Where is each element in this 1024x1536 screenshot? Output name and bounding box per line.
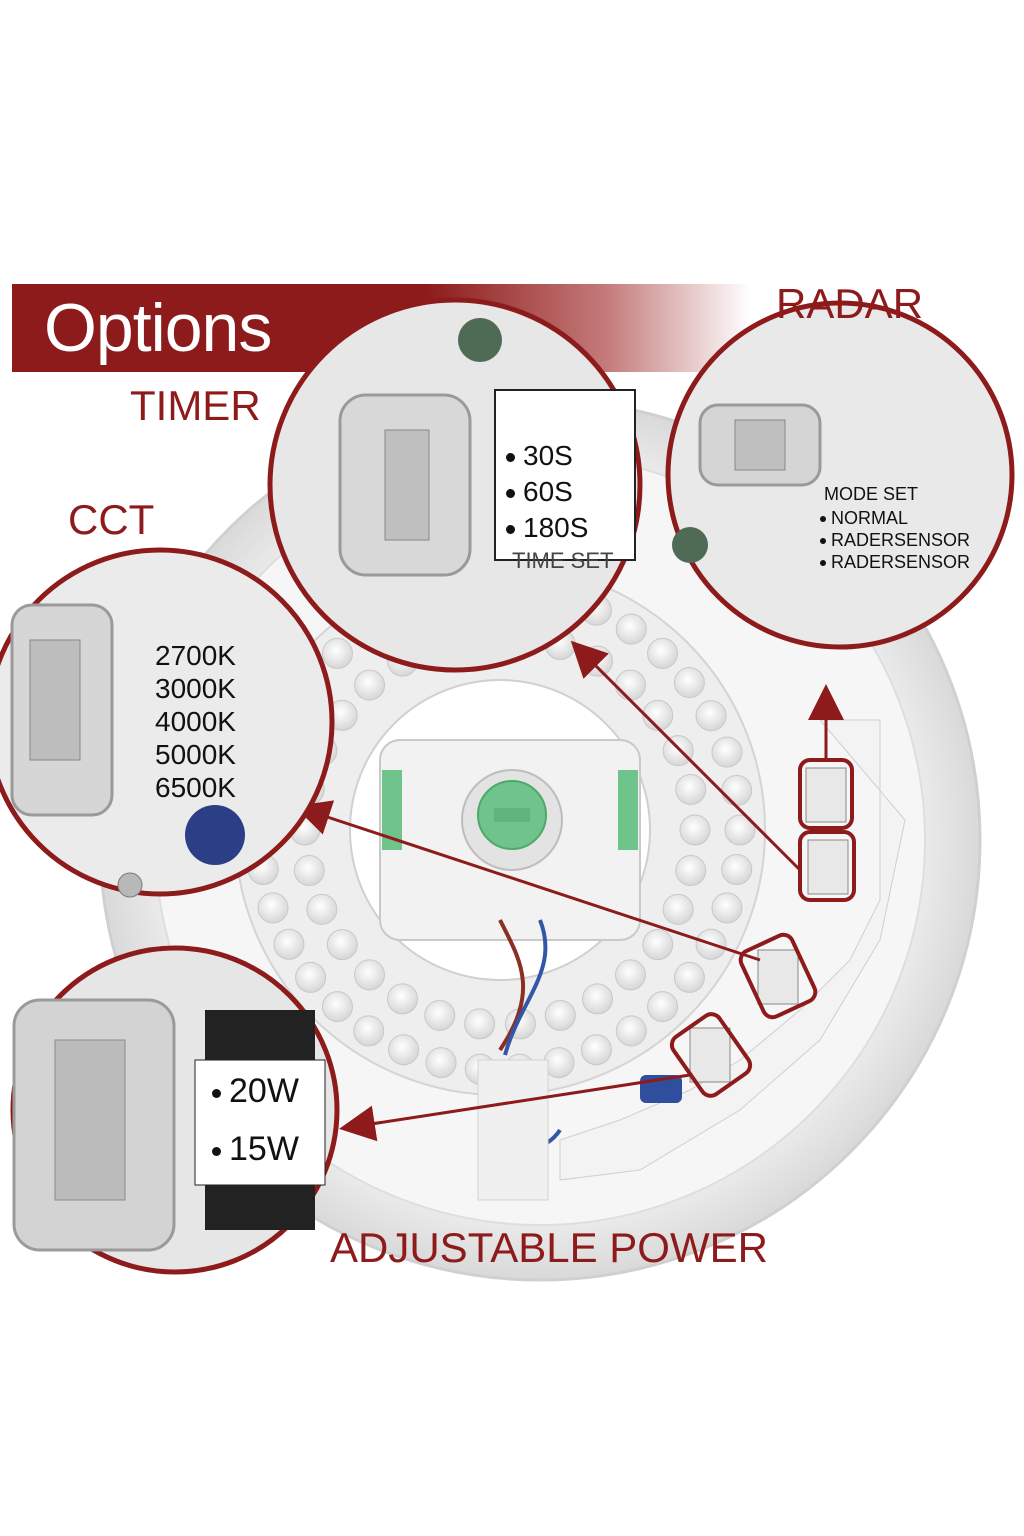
led-lens bbox=[675, 773, 707, 805]
radar-option-normal: NORMAL bbox=[820, 508, 908, 529]
cct-option-6500k: 6500K bbox=[155, 772, 236, 803]
power-magnifier bbox=[10, 945, 340, 1275]
led-lens bbox=[642, 699, 674, 731]
led-lens bbox=[662, 893, 694, 925]
led-lens bbox=[388, 1034, 420, 1066]
timer-label: TIMER bbox=[130, 382, 261, 429]
led-lens bbox=[354, 669, 386, 701]
timer-footer: TIME SET bbox=[512, 548, 614, 573]
cct-option-2700k: 2700K bbox=[155, 640, 236, 671]
timer-option-60s: 60S bbox=[506, 476, 573, 508]
led-lens bbox=[711, 892, 743, 924]
led-lens bbox=[614, 959, 646, 991]
led-lens bbox=[724, 814, 756, 846]
led-lens bbox=[582, 645, 613, 677]
cct-magnifier bbox=[0, 547, 335, 898]
cct-option-4000k: 4000K bbox=[155, 706, 236, 737]
timer-magnifier bbox=[267, 297, 643, 673]
led-lens bbox=[353, 1015, 385, 1047]
radar-option-sensor-day: RADERSENSOR bbox=[820, 530, 970, 551]
banner-title: Options bbox=[44, 290, 272, 366]
radar-option-sensor-night: RADERSENSOR bbox=[820, 552, 970, 573]
cct-option-5000k: 5000K bbox=[155, 739, 236, 770]
led-lens bbox=[321, 991, 353, 1023]
led-lens bbox=[321, 637, 353, 669]
led-lens bbox=[679, 814, 711, 846]
led-lens bbox=[711, 736, 743, 768]
adjustable-power-label: ADJUSTABLE POWER bbox=[330, 1224, 768, 1271]
led-lens bbox=[615, 613, 647, 645]
led-lens bbox=[425, 1047, 457, 1079]
led-lens bbox=[326, 929, 358, 961]
power-option-20w: 20W bbox=[212, 1072, 299, 1111]
radar-magnifier bbox=[665, 300, 1015, 650]
led-lens bbox=[721, 774, 753, 806]
led-lens bbox=[354, 959, 386, 991]
callout-arrows bbox=[294, 640, 844, 1142]
led-lens bbox=[544, 999, 576, 1031]
timer-option-180s: 180S bbox=[506, 512, 588, 544]
led-lens bbox=[387, 983, 418, 1015]
led-lens bbox=[642, 929, 674, 961]
driver-hub bbox=[379, 739, 641, 1201]
led-lens bbox=[582, 983, 613, 1015]
led-lens bbox=[295, 961, 327, 993]
led-lens bbox=[580, 1034, 612, 1066]
cct-label: CCT bbox=[68, 496, 155, 543]
led-lens bbox=[673, 961, 705, 993]
radar-label: RADAR bbox=[776, 280, 924, 327]
led-lens bbox=[257, 892, 289, 924]
led-lens bbox=[673, 667, 705, 699]
led-lens bbox=[273, 928, 305, 960]
radar-mode-set: MODE SET bbox=[824, 484, 919, 504]
led-lens bbox=[721, 854, 753, 886]
led-lens bbox=[662, 735, 694, 767]
led-lens bbox=[306, 893, 338, 925]
control-pcb bbox=[559, 719, 906, 1181]
led-lens bbox=[695, 700, 727, 732]
led-lens bbox=[647, 637, 679, 669]
cct-option-3000k: 3000K bbox=[155, 673, 236, 704]
led-lens bbox=[614, 669, 646, 701]
led-lens bbox=[615, 1015, 647, 1047]
led-lens bbox=[293, 855, 325, 887]
led-lens bbox=[647, 991, 679, 1023]
timer-option-30s: 30S bbox=[506, 440, 573, 472]
power-option-15w: 15W bbox=[212, 1130, 299, 1169]
led-lens bbox=[675, 855, 707, 887]
led-lens bbox=[464, 1008, 496, 1040]
led-lens bbox=[424, 999, 456, 1031]
